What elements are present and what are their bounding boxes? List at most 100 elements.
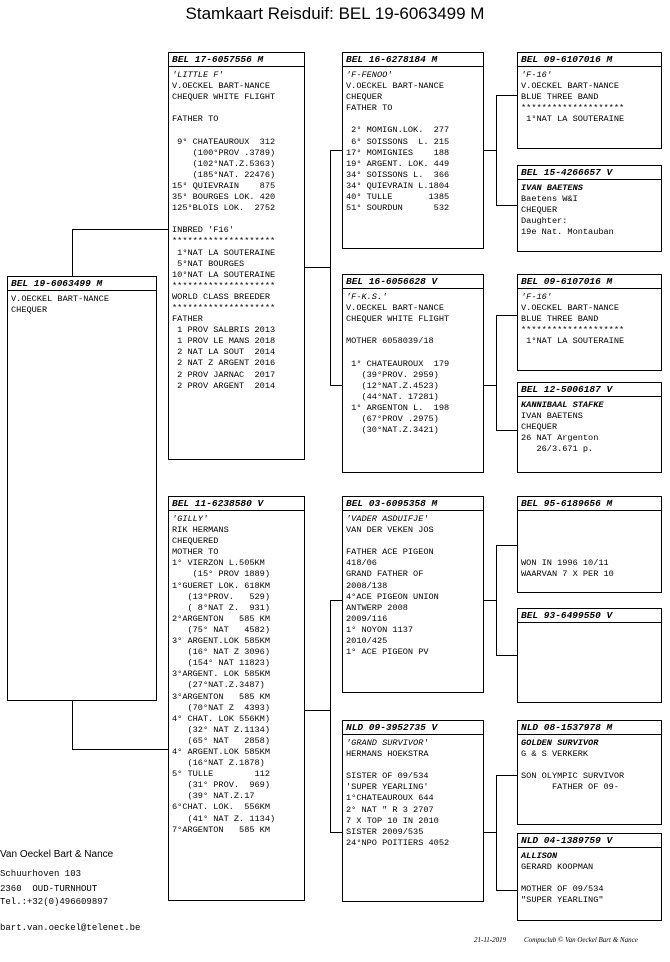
detail-line <box>521 536 658 547</box>
detail-line: 418/06 <box>346 558 377 569</box>
ring-number: BEL 15-4266657 V <box>518 166 661 180</box>
detail-line: 6°CHAT. LOK. 556KM <box>172 802 270 813</box>
owner-email[interactable]: bart.van.oeckel@telenet.be <box>0 923 141 933</box>
pigeon-card-sire-sire: BEL 16-6278184 M'F-FENOO'V.OECKEL BART-N… <box>342 52 484 249</box>
detail-line: MOTHER 6058039/18 <box>346 336 434 347</box>
detail-line: KANNIBAAL STAFKE <box>521 400 604 410</box>
detail-line: (41° NAT Z. 1134) <box>172 813 276 824</box>
ring-number: BEL 09-6107016 M <box>518 53 661 67</box>
connector-line <box>305 267 330 268</box>
connector-line <box>484 832 496 833</box>
connector-line <box>496 95 497 205</box>
connector-line <box>496 95 517 96</box>
detail-line: V.OECKEL BART-NANCE <box>11 294 109 304</box>
detail-line: 3°ARGENT. LOK 585KM <box>172 669 270 680</box>
detail-line <box>172 214 301 225</box>
detail-line: V.OECKEL BART-NANCE <box>521 81 619 92</box>
detail-line: 1°CHATEAUROUX 644 <box>346 793 434 804</box>
detail-line: (15° PROV 1889) <box>172 569 270 580</box>
detail-line: 2° MOMIGN.LOK. 277 <box>346 125 450 136</box>
detail-line: 1° ACE PIGEON PV <box>346 647 429 658</box>
ring-number: BEL 12-5006187 V <box>518 383 661 397</box>
connector-line <box>330 150 331 385</box>
detail-line <box>172 125 301 136</box>
connector-line <box>496 315 497 430</box>
ring-number: BEL 93-6499550 V <box>518 609 661 623</box>
detail-line: 1° NOYON 1137 <box>346 624 414 635</box>
pigeon-card-dam-sire: BEL 03-6095358 M'VADER ASDUIFJE'VAN DER … <box>342 496 484 693</box>
detail-line: (16° NAT Z 3096) <box>172 647 270 658</box>
detail-line: 2 NAT Z ARGENT 2016 <box>172 358 276 369</box>
detail-line: 2 PROV JARNAC 2017 <box>172 369 276 380</box>
detail-line: GRAND FATHER OF <box>346 569 424 580</box>
detail-line: (100°PROV .3789) <box>172 147 276 158</box>
detail-line <box>346 536 480 547</box>
connector-line <box>330 832 342 833</box>
detail-line: ******************** <box>172 236 276 247</box>
connector-line <box>496 775 517 776</box>
detail-line: ******************** <box>172 302 276 313</box>
connector-line <box>72 701 73 749</box>
detail-line <box>346 347 480 358</box>
detail-line: 'F-K.S.' <box>346 292 388 302</box>
detail-line: 1° VIERZON L.505KM <box>172 558 265 569</box>
connector-line <box>496 430 517 431</box>
detail-line: 1°NAT LA SOUTERAINE <box>172 247 276 258</box>
detail-line: 'F-16' <box>521 292 552 302</box>
ring-number: BEL 17-6057556 M <box>169 53 304 67</box>
detail-line: ( 8°NAT Z. 931) <box>172 602 270 613</box>
detail-line: FATHER TO <box>346 103 393 114</box>
ring-number: BEL 03-6095358 M <box>343 497 483 511</box>
detail-line: 15° QUIEVRAIN 875 <box>172 180 276 191</box>
connector-line <box>484 600 496 601</box>
detail-line: (31° PROV. 969) <box>172 780 270 791</box>
connector-line <box>72 229 168 230</box>
detail-line: 2 NAT LA SOUT 2014 <box>172 347 276 358</box>
connector-line <box>496 315 517 316</box>
pigeon-card-dam-dam: NLD 09-3952735 V'GRAND SURVIVOR'HERMANS … <box>342 720 484 902</box>
ring-number: BEL 16-6056628 V <box>343 275 483 289</box>
detail-line: "SUPER YEARLING" <box>521 895 604 906</box>
detail-line: V.OECKEL BART-NANCE <box>346 81 444 92</box>
ring-number: BEL 11-6238580 V <box>169 497 304 511</box>
detail-line: ALLISON <box>521 851 558 861</box>
detail-line: 19e Nat. Montauban <box>521 227 614 238</box>
detail-line: 'VADER ASDUIFJE' <box>346 514 429 524</box>
pigeon-details <box>518 623 661 626</box>
detail-line: (30°NAT.Z.3421) <box>346 425 439 436</box>
connector-line <box>496 890 517 891</box>
connector-line <box>496 655 517 656</box>
connector-line <box>496 775 497 890</box>
detail-line: BLUE THREE BAND <box>521 314 599 325</box>
detail-line: IVAN BAETENS <box>521 183 583 193</box>
detail-line: 3° ARGENT.LOK 585KM <box>172 636 270 647</box>
detail-line: (39°PROV. 2959) <box>346 369 439 380</box>
detail-line <box>521 873 658 884</box>
detail-line: ******************** <box>521 325 625 336</box>
connector-line <box>330 600 342 601</box>
detail-line: V.OECKEL BART-NANCE <box>172 81 270 92</box>
detail-line <box>172 103 301 114</box>
ring-number: BEL 09-6107016 M <box>518 275 661 289</box>
detail-line: 125°BLOIS LOK. 2752 <box>172 203 276 214</box>
ring-number: BEL 95-6189656 M <box>518 497 661 511</box>
detail-line: WORLD CLASS BREEDER <box>172 291 270 302</box>
detail-line: V.OECKEL BART-NANCE <box>346 303 444 314</box>
detail-line: (65° NAT 2858) <box>172 735 270 746</box>
detail-line: (185°NAT. 22476) <box>172 169 276 180</box>
detail-line: 'GRAND SURVIVOR' <box>346 738 429 748</box>
detail-line: MOTHER OF 09/534 <box>521 884 604 895</box>
connector-line <box>72 229 73 276</box>
detail-line: WON IN 1996 10/11 <box>521 558 609 569</box>
detail-line: 26 NAT Argenton <box>521 433 599 444</box>
detail-line: (16°NAT Z.1878) <box>172 758 265 769</box>
detail-line: CHEQUERED <box>172 536 219 547</box>
detail-line <box>521 514 658 525</box>
